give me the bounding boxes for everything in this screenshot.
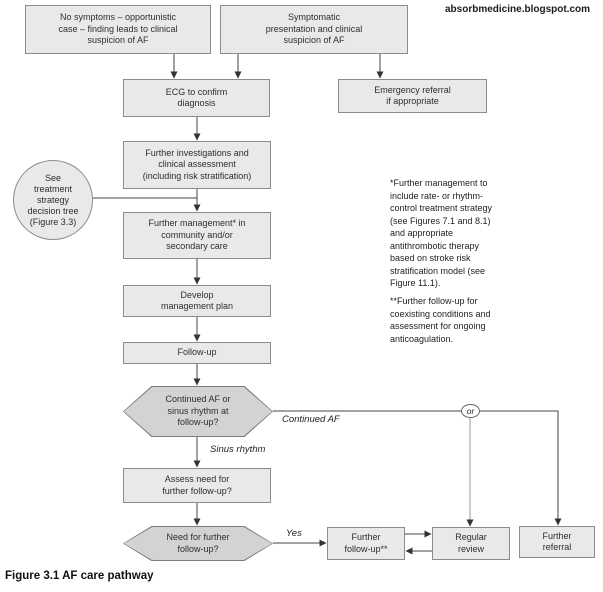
node-regular-review: Regular review — [432, 527, 510, 560]
decision-need-further-followup-label: Need for further follow-up? — [124, 527, 272, 560]
node-further-investigations: Further investigations and clinical asse… — [123, 141, 271, 189]
node-symptomatic: Symptomatic presentation and clinical su… — [220, 5, 408, 54]
watermark-text: absorbmedicine.blogspot.com — [445, 4, 591, 15]
decision-need-further-followup: Need for further follow-up? — [123, 526, 273, 561]
edge-label-yes: Yes — [286, 528, 302, 539]
or-connector-badge: or — [461, 404, 480, 418]
node-further-referral: Further referral — [519, 526, 595, 558]
edge-label-sinus-rhythm: Sinus rhythm — [210, 444, 266, 455]
node-emergency-referral: Emergency referral if appropriate — [338, 79, 487, 113]
node-develop-plan: Develop management plan — [123, 285, 271, 317]
node-ecg: ECG to confirm diagnosis — [123, 79, 270, 117]
figure-caption: Figure 3.1 AF care pathway — [5, 570, 154, 582]
node-follow-up: Follow-up — [123, 342, 271, 364]
decision-continued-af-label: Continued AF or sinus rhythm at follow-u… — [124, 387, 272, 436]
node-no-symptoms: No symptoms – opportunistic case – findi… — [25, 5, 211, 54]
node-see-treatment-strategy: See treatment strategy decision tree (Fi… — [13, 160, 93, 240]
footnote-further-followup: **Further follow-up for coexisting condi… — [390, 296, 491, 344]
decision-continued-af: Continued AF or sinus rhythm at follow-u… — [123, 386, 273, 437]
node-further-management: Further management* in community and/or … — [123, 212, 271, 259]
footnote-further-management: *Further management to include rate- or … — [390, 178, 493, 288]
node-assess-need: Assess need for further follow-up? — [123, 468, 271, 503]
node-further-followup: Further follow-up** — [327, 527, 405, 560]
edge-label-continued-af: Continued AF — [282, 414, 340, 425]
connector-continued-af-to-referral — [273, 410, 562, 526]
